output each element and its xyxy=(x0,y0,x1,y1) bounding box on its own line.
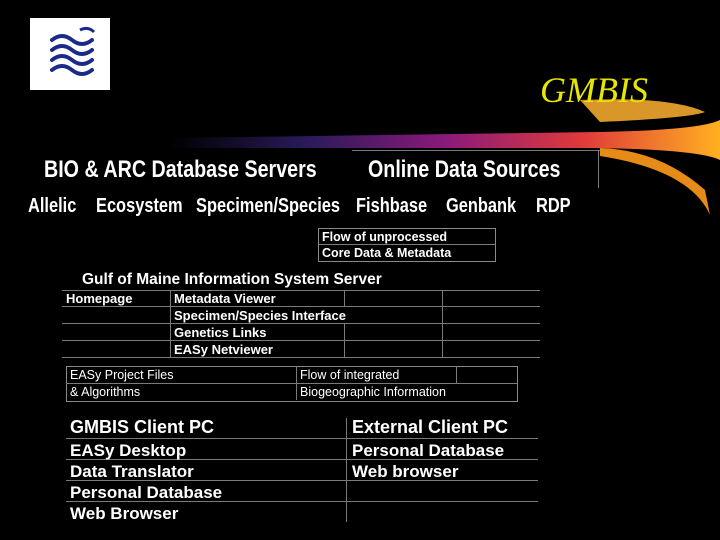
divider xyxy=(62,340,540,341)
gmis-homepage: Homepage xyxy=(66,291,133,306)
flow-unprocessed-line1: Flow of unprocessed xyxy=(322,230,448,244)
source-genbank: Genbank xyxy=(446,195,517,217)
divider xyxy=(318,244,495,245)
external-client-item: Web browser xyxy=(352,462,459,481)
integration-box xyxy=(66,366,518,402)
divider xyxy=(66,383,517,384)
divider xyxy=(62,290,540,291)
external-client-title: External Client PC xyxy=(352,417,509,437)
gmis-item: Specimen/Species Interface xyxy=(174,308,346,323)
flow-unprocessed-box xyxy=(318,228,496,262)
source-fishbase: Fishbase xyxy=(356,195,428,217)
divider xyxy=(598,150,599,188)
flow-unprocessed-line2: Core Data & Metadata xyxy=(322,246,452,260)
gmbis-client-item: EASy Desktop xyxy=(70,441,187,460)
divider xyxy=(442,290,443,357)
gmis-item: Genetics Links xyxy=(174,325,267,340)
divider xyxy=(66,501,538,502)
gmis-server-title: Gulf of Maine Information System Server xyxy=(82,271,382,288)
logo xyxy=(30,18,110,90)
project-files-line2: & Algorithms xyxy=(70,385,141,399)
divider xyxy=(62,323,540,324)
gmbis-client-title: GMBIS Client PC xyxy=(70,417,215,437)
database-servers-heading: BIO & ARC Database Servers xyxy=(44,156,317,183)
slide-title: GMBIS xyxy=(540,70,648,110)
divider xyxy=(346,418,347,522)
divider xyxy=(352,150,600,151)
divider xyxy=(456,366,457,383)
divider xyxy=(62,306,540,307)
divider xyxy=(170,290,171,357)
divider xyxy=(66,480,538,481)
divider xyxy=(344,323,345,357)
wave-logo-icon xyxy=(50,26,96,76)
external-client-item: Personal Database xyxy=(352,441,505,460)
source-rdp: RDP xyxy=(536,195,571,217)
divider xyxy=(296,366,297,400)
source-allelic: Allelic xyxy=(28,195,77,217)
gmis-item: EASy Netviewer xyxy=(174,342,273,357)
gmbis-client-item: Web Browser xyxy=(70,504,179,523)
gmis-item: Metadata Viewer xyxy=(174,291,276,306)
online-sources-heading: Online Data Sources xyxy=(368,156,561,183)
gmbis-client-item: Data Translator xyxy=(70,462,194,481)
gmbis-client-item: Personal Database xyxy=(70,483,223,502)
source-ecosystem: Ecosystem xyxy=(96,195,183,217)
divider xyxy=(66,438,538,439)
source-specimen-species: Specimen/Species xyxy=(196,195,341,217)
flow-integrated-line2: Biogeographic Information xyxy=(300,385,446,399)
project-files-line1: EASy Project Files xyxy=(70,368,174,382)
divider xyxy=(62,357,540,358)
flow-integrated-line1: Flow of integrated xyxy=(300,368,400,382)
divider xyxy=(66,459,538,460)
divider xyxy=(344,290,345,306)
